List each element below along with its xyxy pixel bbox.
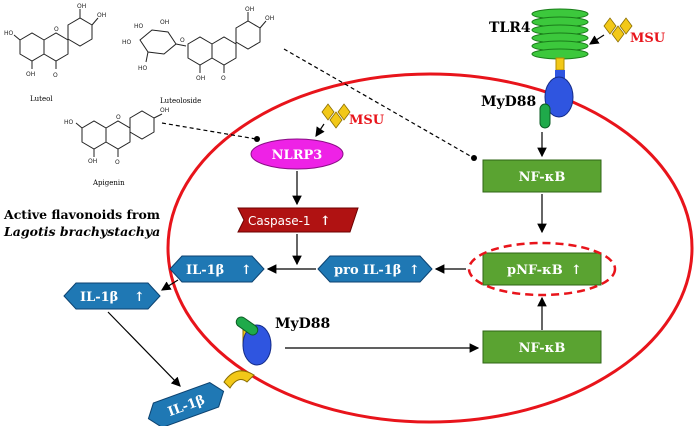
il1b-inner-label: IL-1β: [186, 263, 224, 278]
arrow-il1b-out: [160, 279, 179, 291]
apigenin-label: Apigenin: [92, 179, 125, 187]
heading-line2: Lagotis brachystachya: [3, 224, 160, 239]
il1b-inner-up-icon: ↑: [241, 263, 252, 278]
il1-receptor-icon: [223, 316, 272, 389]
il1b-bound-node: IL-1β: [147, 381, 225, 426]
svg-text:HO: HO: [134, 23, 144, 30]
svg-text:OH: OH: [196, 75, 205, 82]
inhibit-line-nlrp3: [161, 122, 257, 140]
il1b-outer-node: [63, 282, 161, 310]
myd88-bottom-label: MyD88: [275, 316, 330, 332]
svg-text:OH: OH: [97, 12, 106, 19]
il1b-outer-label: IL-1β: [80, 290, 118, 305]
nfkb-top-node: [482, 159, 602, 193]
pnfkb-label: pNF-κB: [507, 263, 563, 278]
luteoloside-label: Luteoloside: [160, 97, 201, 105]
svg-text:HO: HO: [138, 65, 148, 72]
svg-text:O: O: [115, 159, 120, 166]
arrow-msu-nlrp3: [315, 123, 325, 137]
il1b-outer-up-icon: ↑: [134, 290, 145, 305]
pnfkb-highlight: [467, 241, 617, 297]
msu-top-label: MSU: [630, 31, 666, 46]
tlr4-receptor-icon: [531, 8, 589, 78]
myd88-top-label: MyD88: [481, 94, 536, 110]
svg-text:OH: OH: [77, 3, 86, 10]
heading-line1: Active flavonoids from: [3, 207, 160, 222]
arrow-il1b-bound: [107, 311, 181, 387]
inhibit-dot-nfkb: [471, 155, 477, 161]
msu-crystal-icon: [603, 17, 633, 43]
tlr4-label: TLR4: [489, 20, 531, 36]
luteol-label: Luteol: [30, 95, 53, 103]
svg-text:OH: OH: [26, 71, 35, 78]
svg-text:OH: OH: [265, 15, 274, 22]
msu-nlrp3-crystal-icon: [321, 103, 351, 129]
svg-text:HO: HO: [64, 119, 74, 126]
nfkb-bottom-label: NF-κB: [519, 341, 566, 356]
inhibit-dot-nlrp3: [254, 136, 260, 142]
pro-il1b-up-icon: ↑: [409, 263, 420, 278]
nfkb-bottom-node: [482, 330, 602, 364]
caspase-node: [237, 207, 359, 233]
svg-text:O: O: [221, 75, 226, 82]
caspase-up-icon: ↑: [320, 214, 331, 229]
pnfkb-up-icon: ↑: [571, 263, 582, 278]
svg-text:OH: OH: [245, 6, 254, 13]
nlrp3-label: NLRP3: [272, 148, 323, 163]
svg-text:OH: OH: [160, 107, 169, 114]
msu-nlrp3-label: MSU: [349, 113, 385, 128]
svg-text:OH: OH: [88, 158, 97, 165]
svg-text:O: O: [53, 72, 58, 79]
cell-membrane: [166, 72, 694, 424]
svg-text:HO: HO: [122, 39, 132, 46]
caspase-label: Caspase-1: [248, 214, 311, 228]
il1b-inner-node: [169, 255, 265, 283]
inhibit-line-nfkb: [283, 48, 473, 158]
myd88-top-icon: [539, 76, 574, 129]
nlrp3-node: [250, 138, 344, 170]
pnfkb-node: [482, 252, 602, 286]
nfkb-top-label: NF-κB: [519, 170, 566, 185]
svg-text:HO: HO: [4, 30, 14, 37]
apigenin-structure-icon: HO OH O OH O: [64, 107, 169, 166]
svg-text:O: O: [180, 37, 185, 44]
pro-il1b-node: [317, 255, 433, 283]
svg-text:O: O: [116, 114, 121, 121]
pro-il1b-label: pro IL-1β: [334, 263, 401, 278]
svg-text:O: O: [54, 26, 59, 33]
arrow-msu-tlr4: [588, 34, 605, 45]
luteoloside-structure-icon: HO HO OH HO O OH O OH OH: [122, 6, 274, 82]
svg-text:OH: OH: [160, 19, 169, 26]
luteol-structure-icon: HO OH O OH OH O: [4, 3, 106, 79]
